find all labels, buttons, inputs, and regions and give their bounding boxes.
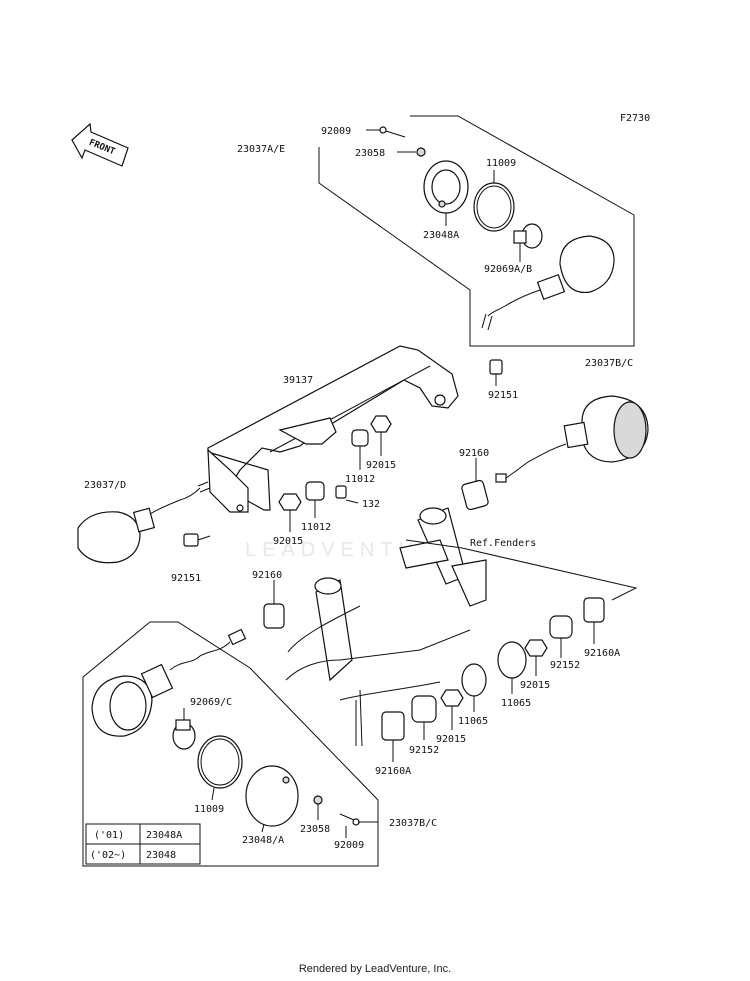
lens-23048-bottom: [245, 765, 299, 833]
front-arrow-icon: FRONT: [71, 122, 129, 167]
label-132: 132: [362, 499, 380, 510]
label-92015-d: 92015: [520, 680, 550, 691]
label-92009-bottom: 92009: [334, 840, 364, 851]
top-group-frame: [318, 115, 635, 347]
footer-credit: Rendered by LeadVenture, Inc.: [298, 963, 452, 975]
grommet-92160-b: [263, 580, 285, 629]
collar-11012-a: [351, 429, 369, 470]
label-92009-top: 92009: [321, 126, 351, 137]
label-11009-bottom: 11009: [194, 804, 224, 815]
label-92152-b: 92152: [550, 660, 580, 671]
ring-11009-top: [473, 170, 515, 232]
lens-23048a: [423, 160, 469, 226]
nut-92015-d: [524, 639, 548, 676]
nut-92015-c: [440, 689, 464, 730]
collar-92152-b: [549, 615, 573, 658]
screw-92009-top: [366, 126, 406, 138]
label-39137: 39137: [283, 375, 313, 386]
grommet-92160a-a: [381, 711, 405, 762]
label-92015-c: 92015: [436, 734, 466, 745]
table-year-1: ('01): [94, 830, 124, 841]
nut-92015-a: [370, 415, 392, 456]
nut-23058-bottom: [313, 795, 323, 820]
label-11065-b: 11065: [501, 698, 531, 709]
label-92069ab: 92069A/B: [484, 264, 532, 275]
year-part-table: ('01) 23048A ('02~) 23048: [85, 823, 201, 865]
table-part-1: 23048A: [146, 830, 182, 841]
label-92069c: 92069/C: [190, 697, 232, 708]
label-23058-top: 23058: [355, 148, 385, 159]
label-92015-a: 92015: [366, 460, 396, 471]
label-92160a-a: 92160A: [375, 766, 411, 777]
label-11065-a: 11065: [458, 716, 488, 727]
label-11012-a: 11012: [345, 474, 375, 485]
cap-11065-b: [497, 641, 527, 694]
rear-rail-frame: [285, 507, 487, 747]
label-23037bc-top: 23037B/C: [585, 358, 633, 369]
bottom-group-frame: [82, 621, 379, 867]
collar-11012-b: [305, 481, 325, 518]
label-23058-bottom: 23058: [300, 824, 330, 835]
turn-signal-bottom-left: [91, 628, 247, 737]
diagram-code: F2730: [620, 113, 650, 124]
bulb-92069ab: [513, 223, 543, 262]
bulb-92069c: [172, 708, 196, 750]
label-92015-b: 92015: [273, 536, 303, 547]
cap-11065-a: [461, 663, 487, 712]
label-92152-a: 92152: [409, 745, 439, 756]
grommet-92160a-b: [583, 597, 605, 644]
label-11009-top: 11009: [486, 158, 516, 169]
label-92151-right: 92151: [488, 390, 518, 401]
label-23037d: 23037/D: [84, 480, 126, 491]
table-year-2: ('02~): [90, 850, 126, 861]
collar-92152-a: [411, 695, 437, 740]
bolt-132: [335, 485, 359, 504]
turn-signal-23037d-left: [77, 481, 211, 564]
label-23037ae: 23037A/E: [237, 144, 285, 155]
label-11012-b: 11012: [301, 522, 331, 533]
screw-92009-bottom: [339, 813, 360, 838]
label-92160a-b: 92160A: [584, 648, 620, 659]
nut-23058-top: [397, 147, 426, 157]
watermark-text: LEADVENTURE: [245, 539, 459, 561]
bolt-92151-left: [183, 533, 211, 547]
ring-11009-bottom: [197, 735, 243, 801]
watermark: LEADVENTURE: [245, 539, 459, 561]
bracket-39137: [207, 345, 459, 513]
label-92160-a: 92160: [459, 448, 489, 459]
label-23048a-top: 23048A: [423, 230, 459, 241]
turn-signal-top-right: [481, 235, 615, 331]
ref-leader: [461, 547, 638, 601]
nut-92015-b: [278, 493, 302, 532]
table-part-2: 23048: [146, 850, 176, 861]
turn-signal-23037bc-top: [495, 395, 649, 483]
label-92151-left: 92151: [171, 573, 201, 584]
grommet-92160-a: [461, 458, 489, 511]
bolt-92151-right: [489, 359, 503, 386]
label-23048a-bottom: 23048/A: [242, 835, 284, 846]
label-92160-b: 92160: [252, 570, 282, 581]
part-labels: 92009 23037A/E 23058 11009 23048A 92069A…: [84, 126, 633, 851]
label-23037bc-bottom: 23037B/C: [389, 818, 437, 829]
label-ref-fenders: Ref.Fenders: [470, 538, 536, 549]
